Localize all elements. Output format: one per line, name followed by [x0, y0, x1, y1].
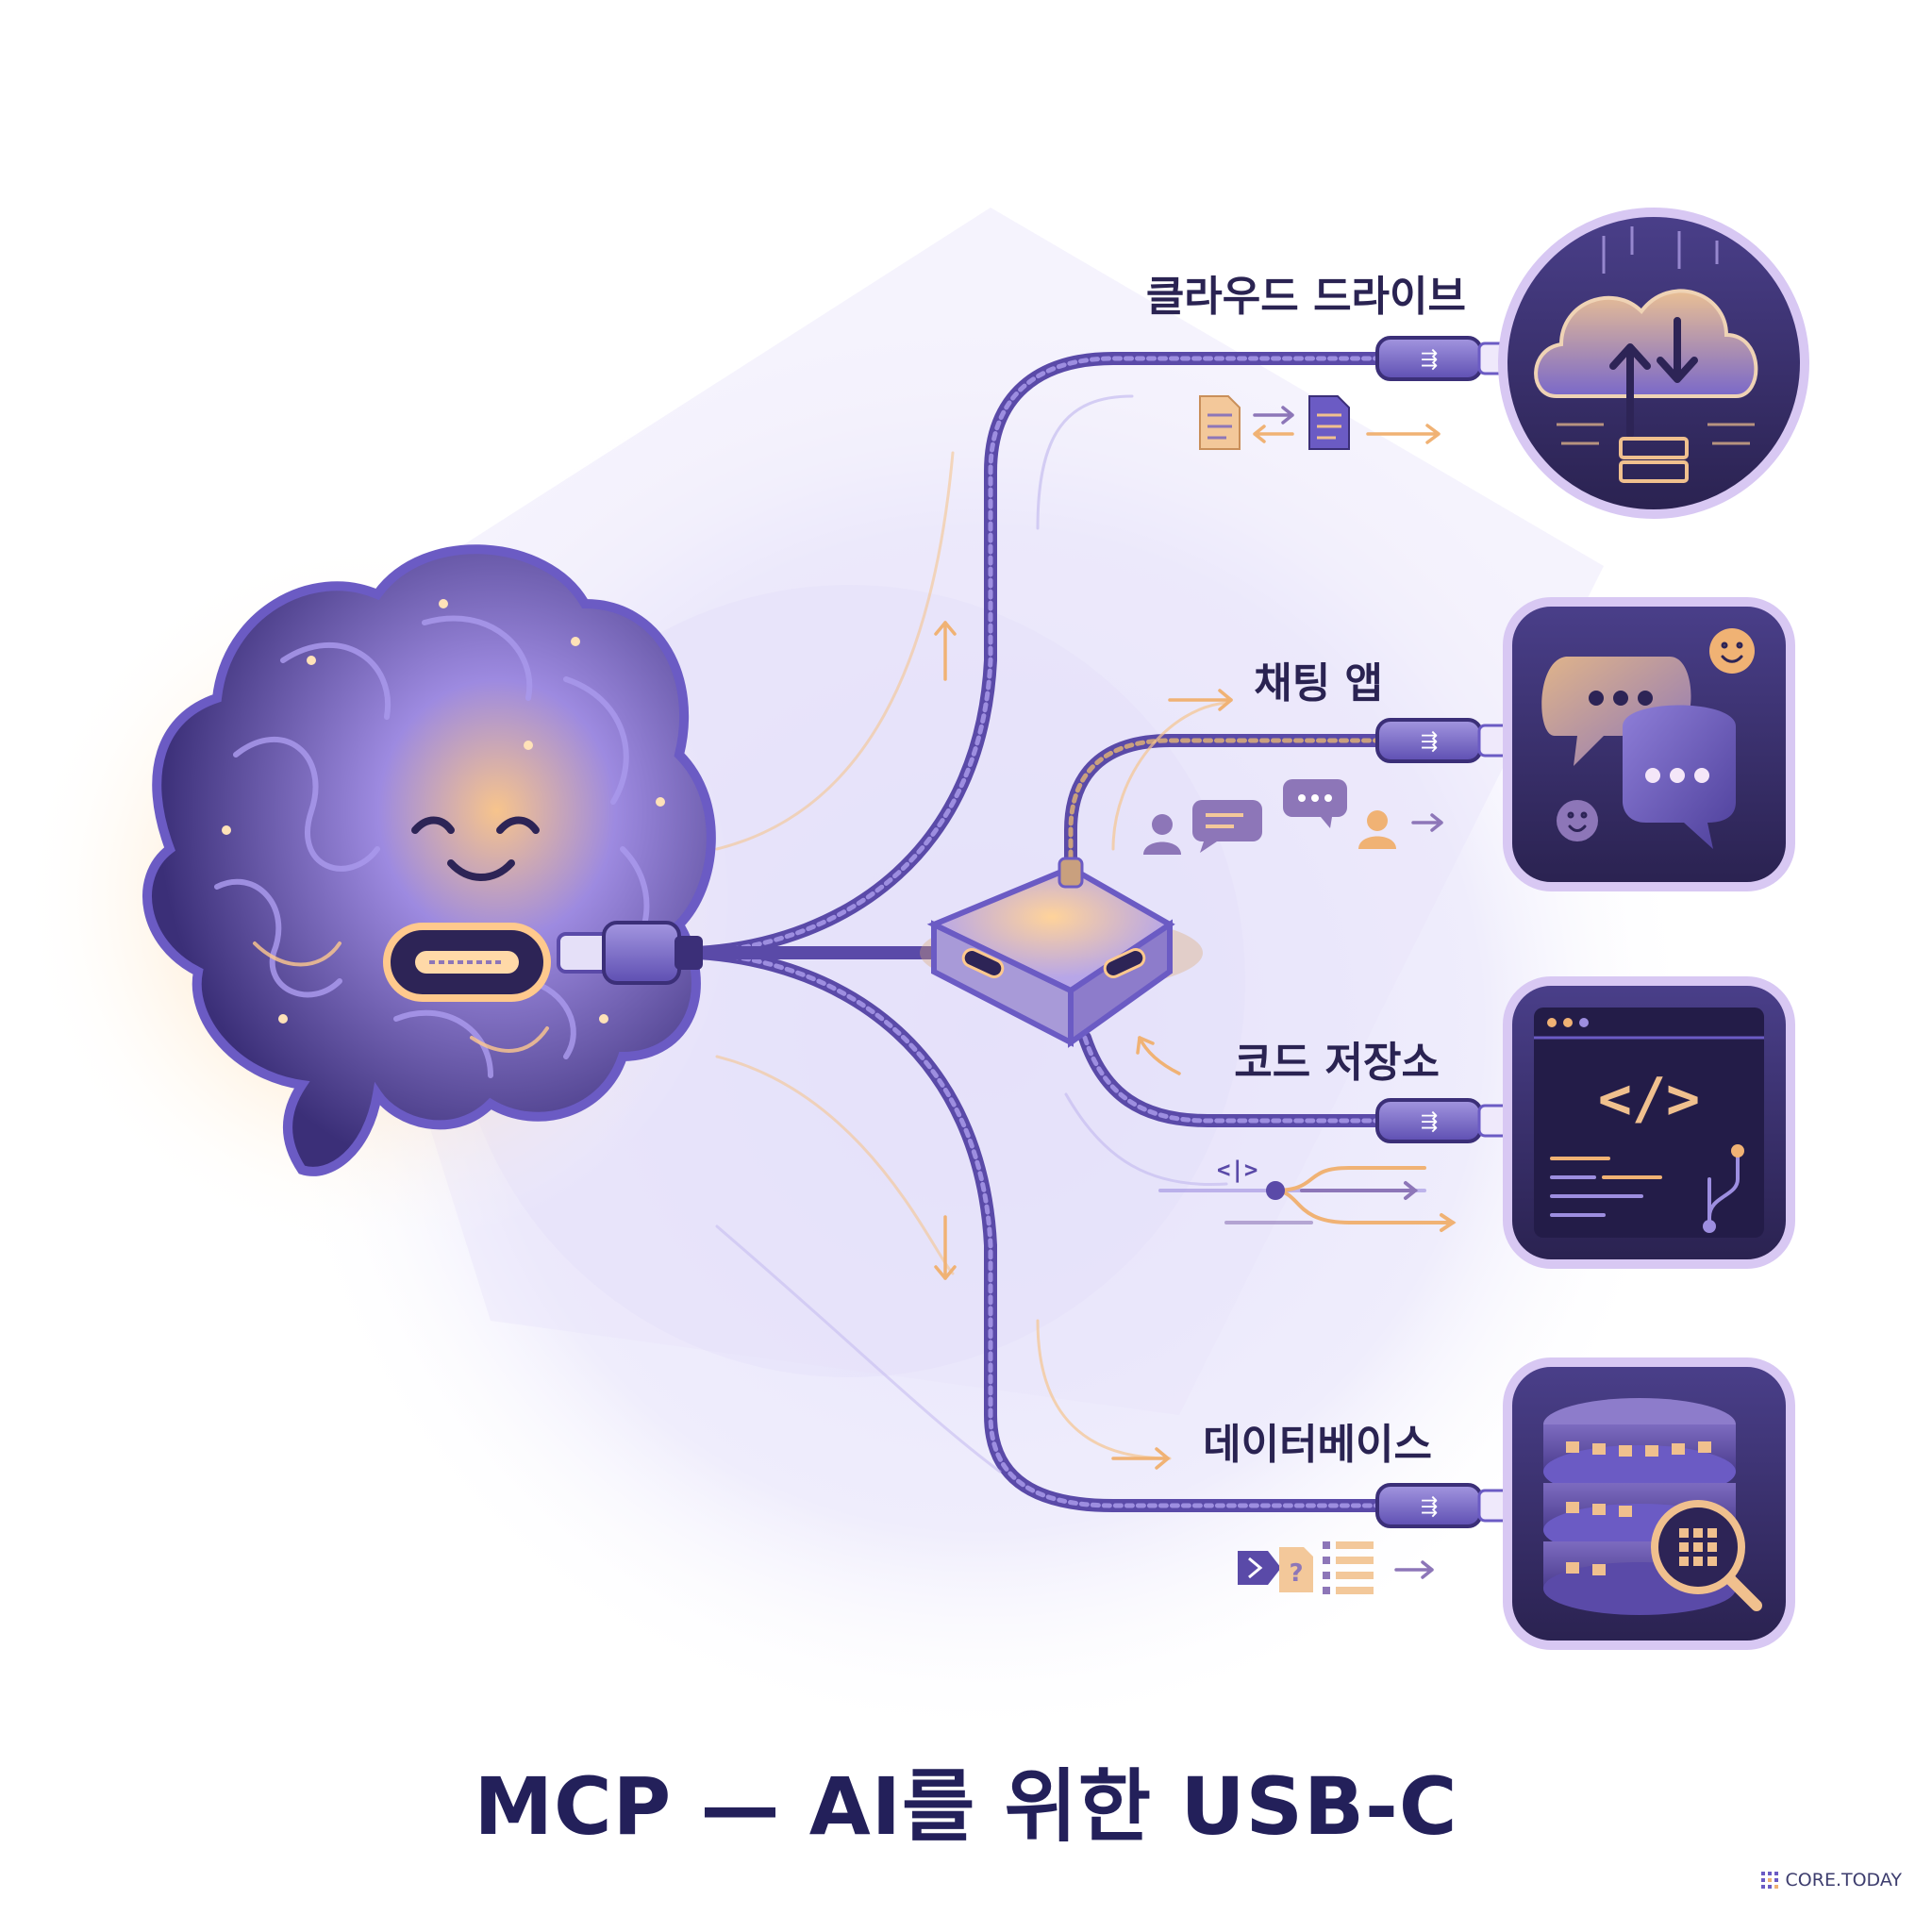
brain-illustration — [142, 544, 716, 1176]
flow-lines — [715, 394, 1228, 1474]
label-cloud-drive: 클라우드 드라이브 — [1145, 273, 1466, 321]
usb-hub — [920, 857, 1203, 1048]
flow-code-glyph: <|> — [1217, 1157, 1257, 1183]
message-dots-icon — [1283, 779, 1347, 828]
list-icon — [1323, 1541, 1374, 1594]
message-icon — [1192, 800, 1262, 853]
code-editor-icon: </> — [1503, 976, 1795, 1269]
arrow-right-icon — [1394, 1560, 1434, 1579]
service-plugs: ⇶ ⇶ ⇶ ⇶ — [1375, 336, 1519, 1528]
code-glyph: </> — [1598, 1066, 1700, 1132]
chat-bubbles-icon — [1503, 597, 1795, 891]
database-search-icon — [1503, 1357, 1795, 1650]
swap-arrows-icon — [1253, 406, 1294, 443]
brand-text: CORE.TODAY — [1785, 1870, 1902, 1890]
usb-c-port — [383, 923, 551, 1002]
arrow-right-icon — [1111, 1447, 1170, 1470]
label-database: 데이터베이스 — [1203, 1421, 1432, 1469]
git-flow-icon — [1158, 1166, 1457, 1232]
arrow-up-icon — [934, 621, 957, 681]
label-chat-app: 채팅 앱 — [1254, 659, 1383, 708]
svg-text:⇶: ⇶ — [1421, 1110, 1438, 1134]
query-icon: ? — [1238, 1547, 1313, 1592]
brain-face — [411, 816, 540, 881]
flow-arrows — [934, 621, 1233, 1470]
svg-text:⇶: ⇶ — [1421, 1495, 1438, 1519]
arrow-curve-icon — [1136, 1036, 1181, 1075]
arrow-right-icon — [1411, 813, 1443, 832]
usb-c-plug — [557, 921, 703, 985]
arrow-right-icon — [1366, 424, 1441, 444]
arrow-right-icon — [1168, 689, 1233, 711]
brand-watermark: CORE.TODAY — [1759, 1870, 1902, 1890]
cloud-upload-download-icon — [1498, 208, 1809, 519]
document-icon — [1308, 395, 1350, 450]
document-icon — [1199, 395, 1241, 450]
user-icon — [1143, 814, 1181, 855]
label-code-repository: 코드 저장소 — [1234, 1039, 1440, 1087]
svg-text:⇶: ⇶ — [1421, 730, 1438, 754]
svg-text:?: ? — [1289, 1559, 1303, 1588]
arrow-down-icon — [934, 1215, 957, 1280]
svg-text:⇶: ⇶ — [1421, 348, 1438, 372]
user-icon — [1358, 810, 1396, 849]
brand-logo-icon — [1760, 1872, 1778, 1889]
page-title: MCP — AI를 위한 USB-C — [474, 1760, 1458, 1853]
